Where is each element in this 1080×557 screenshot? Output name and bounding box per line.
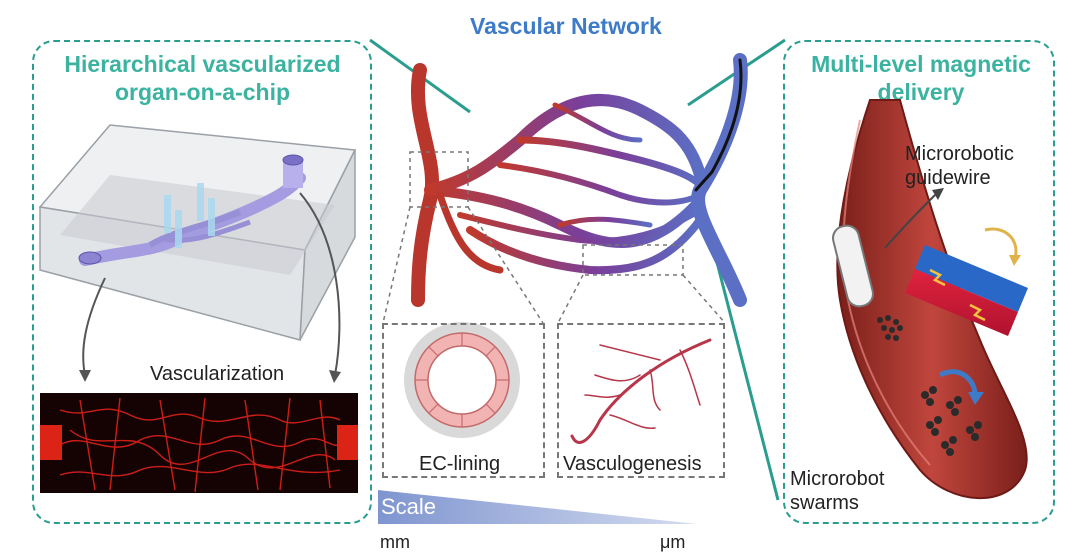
guidewire-icon [832,188,944,308]
vascularization-label: Vascularization [150,363,285,385]
zoom-guides [382,151,726,324]
ec-lining-icon [404,322,520,438]
magnet-icon [905,227,1028,336]
vascular-tree-icon [410,53,748,307]
guidewire-line1: Microrobotic [905,143,1014,165]
swarms-line1: Microrobot [790,468,885,490]
scale-min-label: mm [380,532,410,552]
guidewire-label: Microrobotic guidewire [905,142,1014,190]
ec-lining-box [382,323,545,478]
vascularization-image [40,393,358,493]
capillary-icon [570,338,712,444]
center-title: Vascular Network [470,13,662,39]
left-panel-title: Hierarchical vascularized organ-on-a-chi… [40,50,365,106]
right-title-line1: Multi-level magnetic [811,51,1031,77]
left-panel [32,40,372,524]
swarms-label: Microrobot swarms [790,467,884,515]
guidewire-line2: guidewire [905,167,991,189]
scale-max-label: μm [660,532,686,552]
vasculogenesis-label: Vasculogenesis [563,453,702,475]
left-title-line2: organ-on-a-chip [114,79,291,105]
swarms-line2: swarms [790,492,859,514]
ec-lining-label: EC-lining [419,453,501,475]
left-title-line1: Hierarchical vascularized [64,51,341,77]
vasculogenesis-box [557,323,725,478]
scale-label: Scale [381,494,437,519]
right-panel [783,40,1055,524]
swarm-icon [877,315,984,456]
arrows-to-vascularization [79,192,341,383]
scale-wedge [378,490,697,524]
organ-chip-icon [38,124,357,341]
